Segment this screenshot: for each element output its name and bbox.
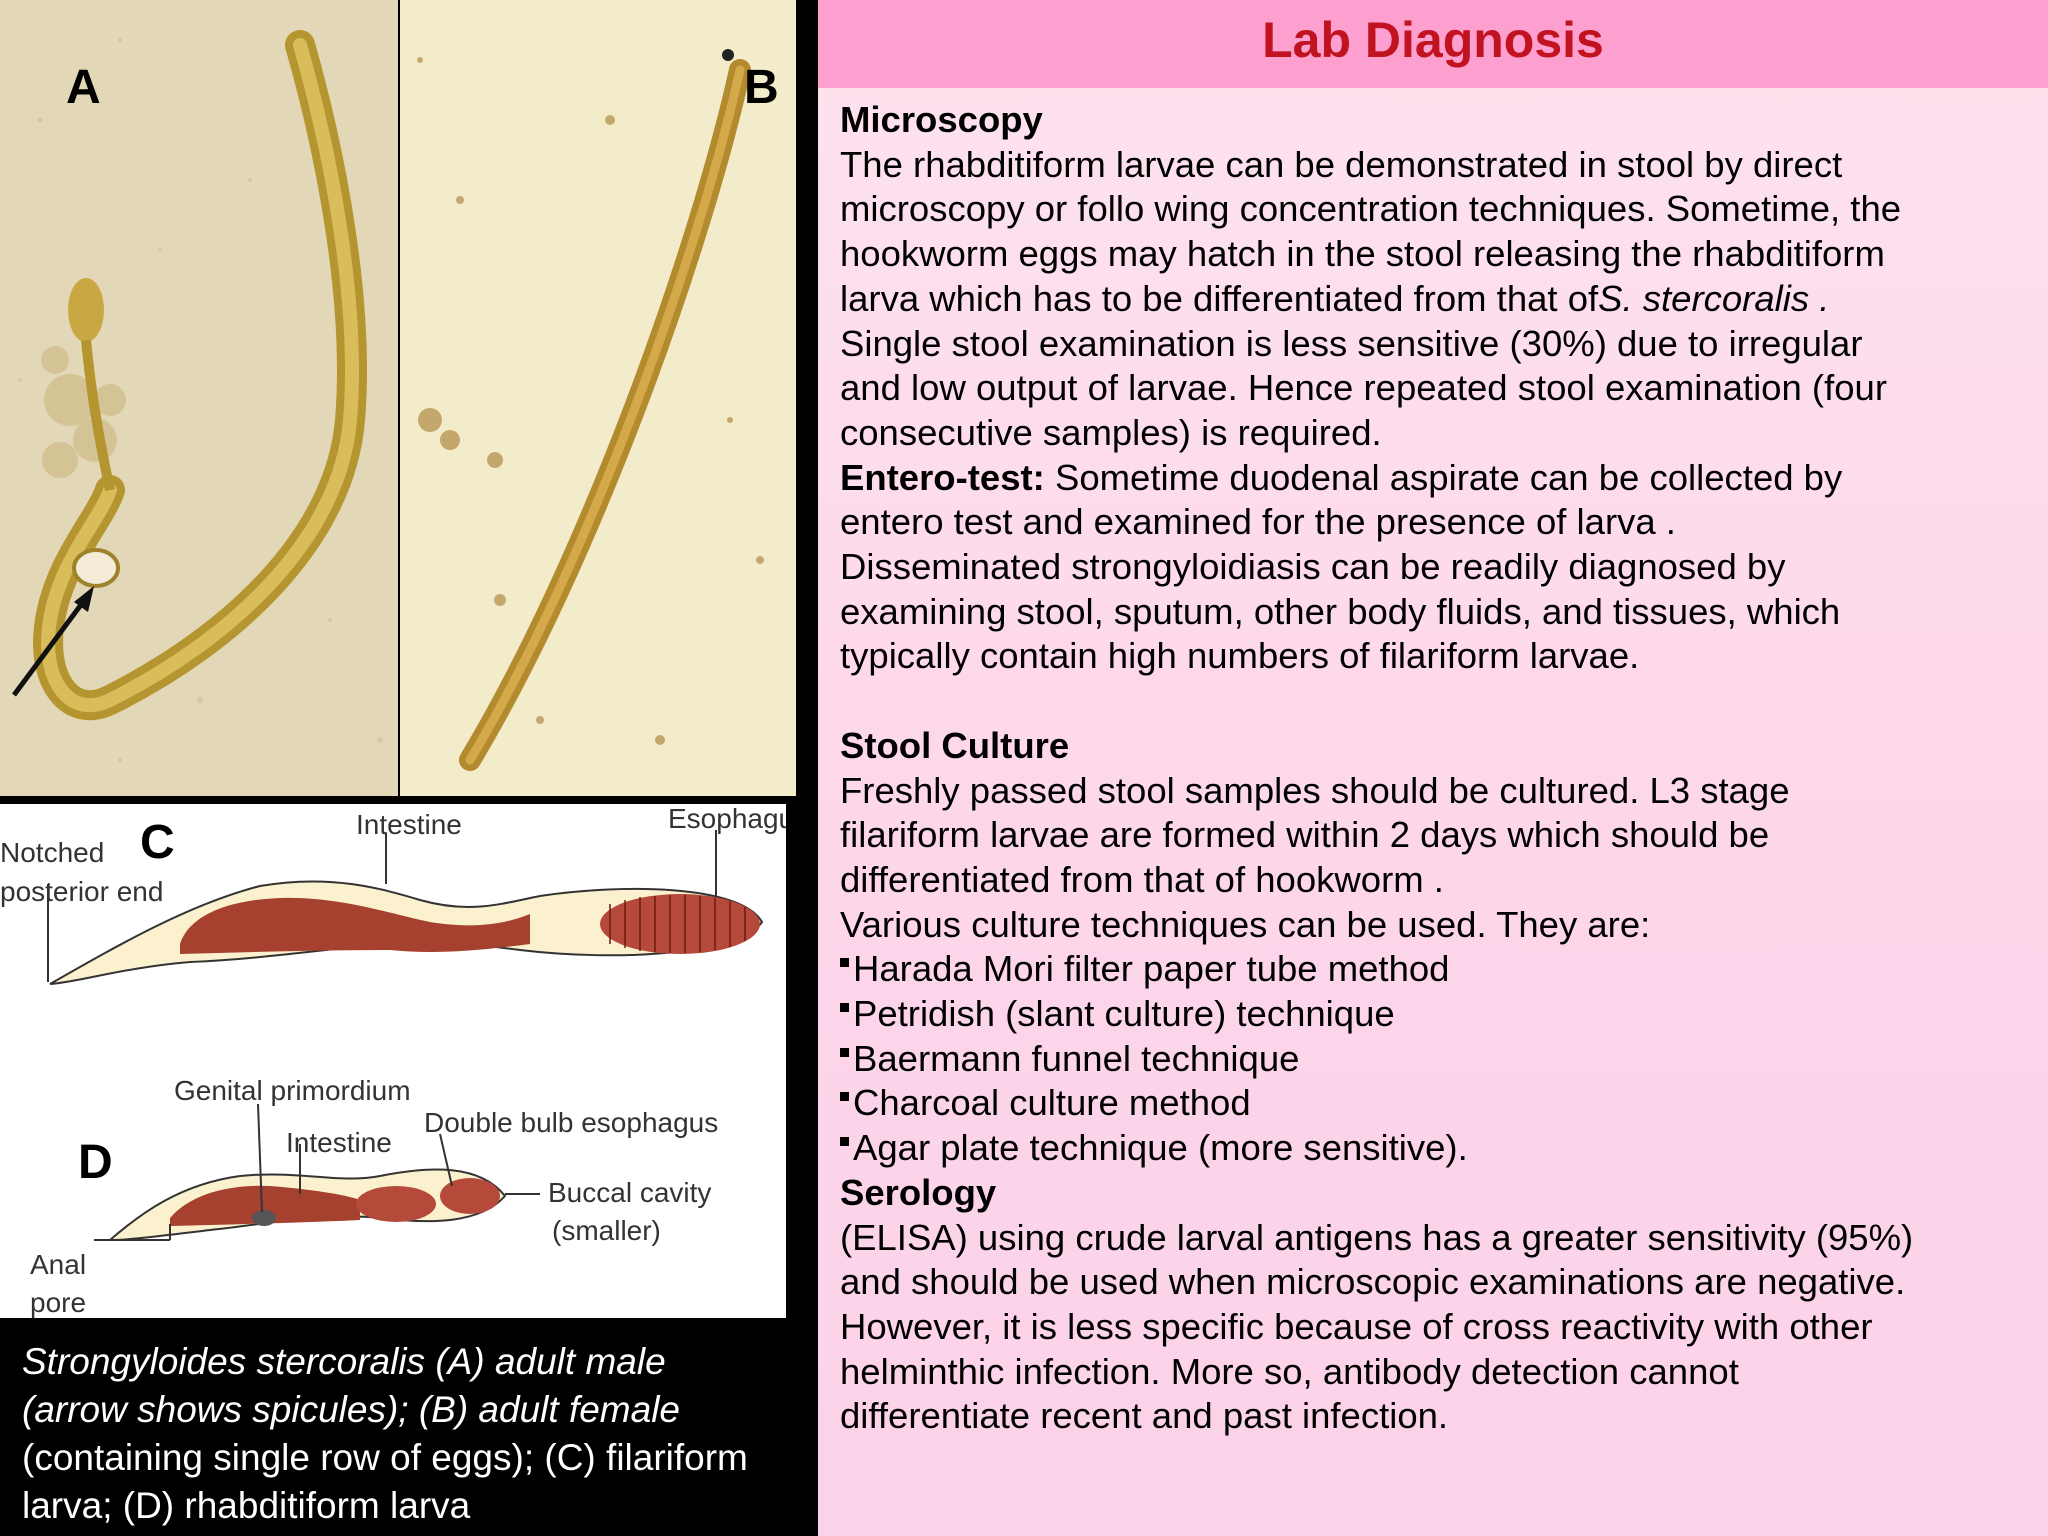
label-posterior-end: posterior end bbox=[0, 876, 163, 907]
text-line: differentiated from that of hookworm . bbox=[840, 858, 1444, 900]
label-d: D bbox=[78, 1136, 113, 1189]
text-line: Freshly passed stool samples should be c… bbox=[840, 769, 1790, 811]
text-line: microscopy or follo wing concentration t… bbox=[840, 188, 1902, 230]
label-b: B bbox=[744, 61, 779, 114]
text-line: helminthic infection. More so, antibody … bbox=[840, 1350, 1739, 1392]
list-item: Agar plate technique (more sensitive). bbox=[840, 1126, 2036, 1171]
method-label: Harada Mori filter paper tube method bbox=[853, 948, 1450, 990]
text-fragment: Sometime duodenal aspirate can be collec… bbox=[1044, 456, 1843, 498]
text-line: and low output of larvae. Hence repeated… bbox=[840, 367, 1887, 409]
caption-line: (arrow shows spicules); (B) adult female bbox=[22, 1389, 680, 1430]
method-label: Agar plate technique (more sensitive). bbox=[853, 1127, 1468, 1169]
list-item: Harada Mori filter paper tube method bbox=[840, 947, 2036, 992]
square-bullet-icon bbox=[840, 1047, 849, 1057]
label-a: A bbox=[66, 61, 101, 114]
figure-caption: Strongyloides stercoralis (A) adult male… bbox=[22, 1338, 812, 1530]
list-item: Charcoal culture method bbox=[840, 1081, 2036, 1126]
text-line: entero test and examined for the presenc… bbox=[840, 501, 1676, 543]
method-label: Petridish (slant culture) technique bbox=[853, 993, 1395, 1035]
text-line: Various culture techniques can be used. … bbox=[840, 903, 1651, 945]
text-line: However, it is less specific because of … bbox=[840, 1305, 1873, 1347]
section-heading-serology: Serology bbox=[840, 1171, 997, 1213]
label-smaller: (smaller) bbox=[552, 1215, 661, 1246]
title-banner: Lab Diagnosis bbox=[818, 0, 2048, 88]
method-label: Charcoal culture method bbox=[853, 1082, 1251, 1124]
label-esophagus: Esophagus bbox=[668, 804, 786, 834]
text-line: Single stool examination is less sensiti… bbox=[840, 322, 1863, 364]
caption-line: larva; (D) rhabditiform larva bbox=[22, 1485, 471, 1526]
larva-diagrams: Notched posterior end Intestine Esophagu… bbox=[0, 804, 786, 1318]
rhabditiform-larva-diagram: Genital primordium Intestine Double bulb… bbox=[30, 1075, 718, 1318]
text-fragment: larva which has to be differentiated fro… bbox=[840, 277, 1599, 319]
content-body: Microscopy The rhabditiform larvae can b… bbox=[840, 98, 2036, 1439]
text-line: consecutive samples) is required. bbox=[840, 411, 1382, 453]
text-line: examining stool, sputum, other body flui… bbox=[840, 590, 1841, 632]
text-line: filariform larvae are formed within 2 da… bbox=[840, 814, 1770, 856]
entero-test-label: Entero-test: bbox=[840, 456, 1045, 498]
spacer bbox=[840, 679, 2036, 724]
text-line: (ELISA) using crude larval antigens has … bbox=[840, 1216, 1914, 1258]
section-heading-microscopy: Microscopy bbox=[840, 99, 1043, 140]
text-line: differentiate recent and past infection. bbox=[840, 1395, 1449, 1437]
list-item: Baermann funnel technique bbox=[840, 1037, 2036, 1082]
text-line: larva which has to be differentiated fro… bbox=[840, 277, 2036, 322]
label-genital-primordium: Genital primordium bbox=[174, 1075, 411, 1106]
lab-diagnosis-panel: Lab Diagnosis Microscopy The rhabditifor… bbox=[818, 0, 2048, 1536]
filariform-larva-diagram: Notched posterior end Intestine Esophagu… bbox=[0, 804, 786, 985]
label-double-bulb: Double bulb esophagus bbox=[424, 1107, 718, 1138]
page-title: Lab Diagnosis bbox=[1262, 12, 1604, 68]
label-intestine-d: Intestine bbox=[286, 1127, 392, 1158]
square-bullet-icon bbox=[840, 1137, 849, 1147]
caption-line: (containing single row of eggs); (C) fil… bbox=[22, 1437, 748, 1478]
label-notched: Notched bbox=[0, 837, 104, 868]
arrow-icon bbox=[11, 596, 89, 697]
label-intestine-c: Intestine bbox=[356, 809, 462, 840]
section-heading-culture: Stool Culture bbox=[840, 724, 1070, 766]
text-line: hookworm eggs may hatch in the stool rel… bbox=[840, 233, 1885, 275]
species-name: S. stercoralis . bbox=[1598, 277, 1830, 319]
text-line: typically contain high numbers of filari… bbox=[840, 635, 1640, 677]
method-label: Baermann funnel technique bbox=[853, 1037, 1300, 1079]
text-line: Entero-test: Sometime duodenal aspirate … bbox=[840, 456, 2036, 501]
square-bullet-icon bbox=[840, 958, 849, 968]
caption-line: Strongyloides stercoralis (A) adult male bbox=[22, 1341, 666, 1382]
micrograph-adult-female: B bbox=[400, 0, 796, 796]
label-anal: Anal bbox=[30, 1249, 86, 1280]
label-pore: pore bbox=[30, 1287, 86, 1318]
text-line: and should be used when microscopic exam… bbox=[840, 1261, 1906, 1303]
label-c: C bbox=[140, 816, 175, 869]
square-bullet-icon bbox=[840, 1092, 849, 1102]
square-bullet-icon bbox=[840, 1003, 849, 1013]
micrograph-adult-male: A bbox=[0, 0, 398, 796]
label-buccal-cavity: Buccal cavity bbox=[548, 1177, 711, 1208]
figure-panel: A B bbox=[0, 0, 818, 1536]
text-line: Disseminated strongyloidiasis can be rea… bbox=[840, 546, 1786, 588]
text-line: The rhabditiform larvae can be demonstra… bbox=[840, 143, 1843, 185]
list-item: Petridish (slant culture) technique bbox=[840, 992, 2036, 1037]
